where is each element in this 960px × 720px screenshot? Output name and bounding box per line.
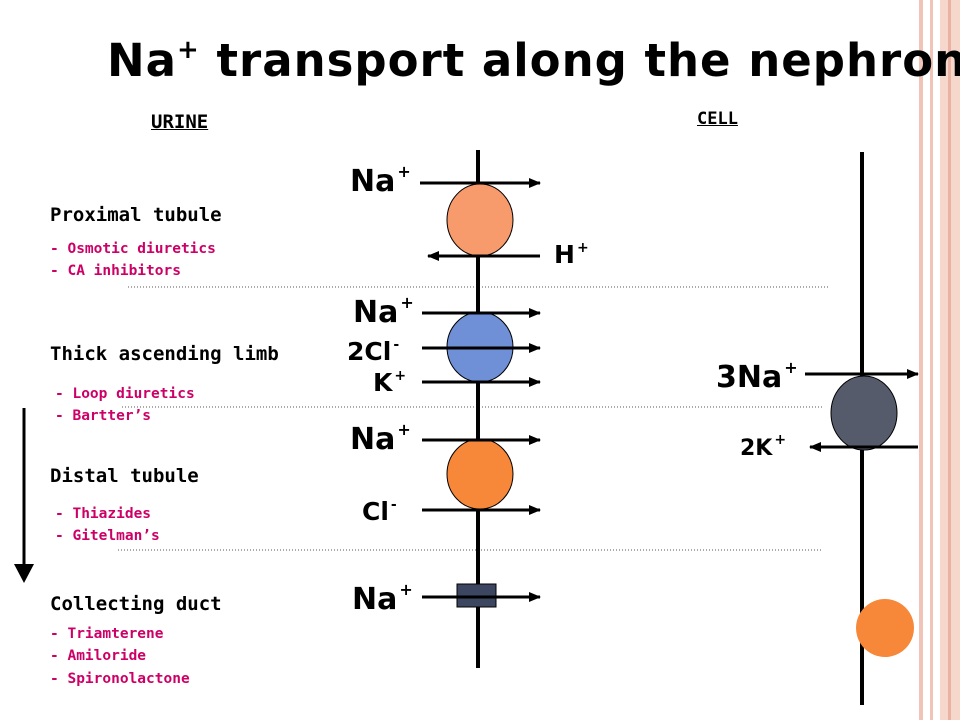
segment-thick-ascending-limb: Thick ascending limb bbox=[50, 343, 279, 365]
drug-loop-diuretics: - Loop diuretics bbox=[55, 386, 195, 402]
aldosterone-circle bbox=[856, 599, 914, 657]
drug-thiazides: - Thiazides bbox=[55, 506, 152, 522]
ion-label-proximal-na: Na+ bbox=[350, 162, 411, 199]
cell-column-header: CELL bbox=[697, 109, 738, 129]
segment-proximal-tubule: Proximal tubule bbox=[50, 204, 222, 226]
distal-transporter bbox=[446, 438, 514, 510]
ion-label-distal-cl: Cl- bbox=[362, 497, 397, 526]
drug-gitelmans: - Gitelman’s bbox=[55, 528, 160, 544]
ion-label-pump-na: 3Na+ bbox=[716, 358, 798, 395]
drug-bartters: - Bartter’s bbox=[55, 408, 152, 424]
right-border-decoration bbox=[919, 0, 960, 720]
urine-column-header: URINE bbox=[151, 111, 209, 133]
ion-label-pump-k: 2K+ bbox=[740, 432, 787, 461]
segment-distal-tubule: Distal tubule bbox=[50, 465, 199, 487]
proximal-transporter bbox=[446, 183, 514, 257]
ion-label-distal-na: Na+ bbox=[350, 420, 411, 457]
ion-label-tal-cl: 2Cl- bbox=[347, 337, 400, 366]
page-title: Na+ transport along the nephron bbox=[107, 34, 960, 87]
drug-ca-inhibitors: - CA inhibitors bbox=[50, 263, 181, 279]
nephron-flow-arrowhead bbox=[14, 564, 34, 583]
ion-label-cd-na: Na+ bbox=[352, 580, 413, 617]
ion-label-tal-k: K+ bbox=[373, 368, 407, 397]
drug-spironolactone: - Spironolactone bbox=[50, 671, 190, 687]
ion-label-proximal-h: H+ bbox=[554, 240, 589, 269]
na-k-pump bbox=[830, 375, 898, 451]
drug-triamterene: - Triamterene bbox=[50, 626, 164, 642]
segment-collecting-duct: Collecting duct bbox=[50, 593, 222, 615]
drug-osmotic-diuretics: - Osmotic diuretics bbox=[50, 241, 216, 257]
ion-label-tal-na: Na+ bbox=[353, 293, 414, 330]
drug-amiloride: - Amiloride bbox=[50, 648, 147, 664]
